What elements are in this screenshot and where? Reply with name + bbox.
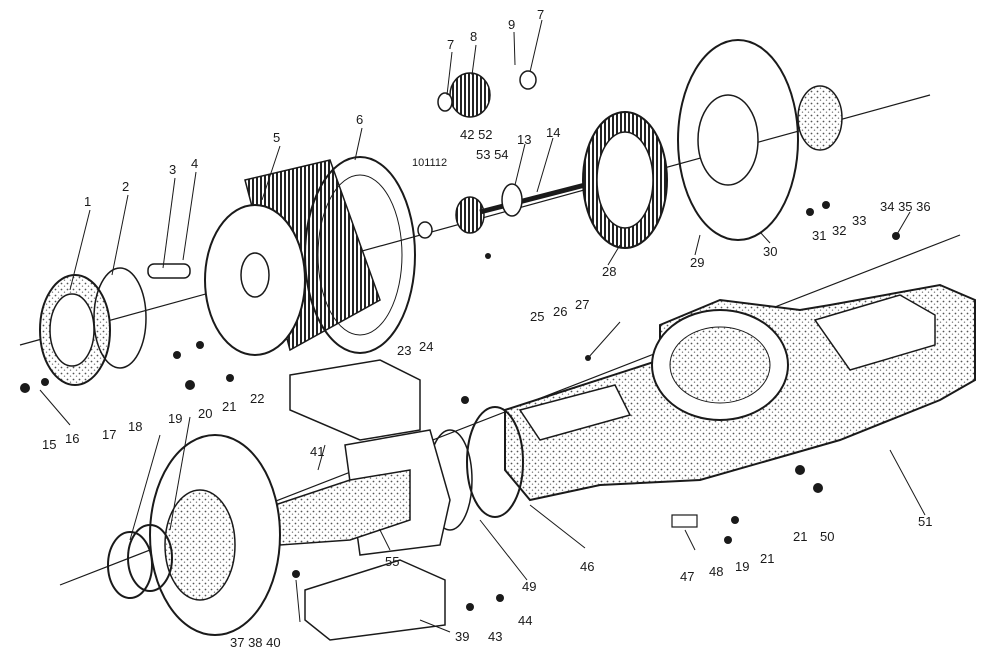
callout-55: 55 <box>385 554 400 569</box>
callout-3: 3 <box>169 162 177 177</box>
callout-26: 26 <box>553 304 568 319</box>
callout-44: 44 <box>518 613 533 628</box>
callout-41: 41 <box>310 444 325 459</box>
callout-47: 47 <box>680 569 695 584</box>
callout-7b: 7 <box>537 7 545 22</box>
callout-27: 27 <box>575 297 590 312</box>
callout-29: 29 <box>690 255 705 270</box>
part-51-axle-housing <box>504 283 976 502</box>
callout-21b: 21 <box>760 551 775 566</box>
callout-24: 24 <box>419 339 434 354</box>
part-39-caliper <box>304 559 446 641</box>
part-28-ring-gear <box>582 111 668 249</box>
part-3-4-pins <box>147 263 191 279</box>
callout-42-52: 42 52 <box>460 127 493 142</box>
callout-21c: 21 <box>793 529 808 544</box>
part-1-hub-cap <box>39 274 111 386</box>
small-fasteners <box>20 201 900 611</box>
callout-25: 25 <box>530 309 545 324</box>
callout-19b: 19 <box>735 559 750 574</box>
callout-6: 6 <box>356 112 364 127</box>
callout-33: 33 <box>852 213 867 228</box>
callout-46: 46 <box>580 559 595 574</box>
callout-14: 14 <box>546 125 561 140</box>
callout-10-11-12: 101112 <box>412 157 448 169</box>
part-53-sun-gear <box>417 173 621 239</box>
callout-20: 20 <box>198 406 213 421</box>
callout-8: 8 <box>470 29 478 44</box>
callout-51: 51 <box>918 514 933 529</box>
callout-32: 32 <box>832 223 847 238</box>
callout-9: 9 <box>508 17 516 32</box>
part-37-brake-disc <box>149 434 281 636</box>
callout-22: 22 <box>250 391 265 406</box>
callout-1: 1 <box>84 194 92 209</box>
part-8-planet-gear <box>437 70 537 118</box>
callout-leaders <box>39 19 926 633</box>
callout-28: 28 <box>602 264 617 279</box>
callout-50: 50 <box>820 529 835 544</box>
part-23-caliper <box>289 359 421 441</box>
callout-5: 5 <box>273 130 281 145</box>
callout-31: 31 <box>812 228 827 243</box>
callout-37-38-40: 37 38 40 <box>230 635 281 650</box>
callout-23: 23 <box>397 343 412 358</box>
callout-53-54: 53 54 <box>476 147 509 162</box>
part-46-flange <box>466 406 524 518</box>
callout-43: 43 <box>488 629 503 644</box>
part-6-ring-flange <box>304 156 416 354</box>
callout-13: 13 <box>517 132 532 147</box>
callout-48: 48 <box>709 564 724 579</box>
part-47-plate <box>671 514 698 528</box>
part-2-gasket <box>93 267 147 369</box>
callout-18: 18 <box>128 419 143 434</box>
part-30-hub-flange <box>677 39 843 241</box>
callout-49: 49 <box>522 579 537 594</box>
callout-7a: 7 <box>447 37 455 52</box>
callout-16: 16 <box>65 431 80 446</box>
callout-17: 17 <box>102 427 117 442</box>
callout-39: 39 <box>455 629 470 644</box>
callout-2: 2 <box>122 179 130 194</box>
part-17-18-seals <box>107 524 173 599</box>
callout-21a: 21 <box>222 399 237 414</box>
part-5-planet-carrier <box>204 159 381 356</box>
callout-15: 15 <box>42 437 57 452</box>
callout-19a: 19 <box>168 411 183 426</box>
callout-30: 30 <box>763 244 778 259</box>
callout-34-35-36: 34 35 36 <box>880 199 931 214</box>
callout-4: 4 <box>191 156 199 171</box>
